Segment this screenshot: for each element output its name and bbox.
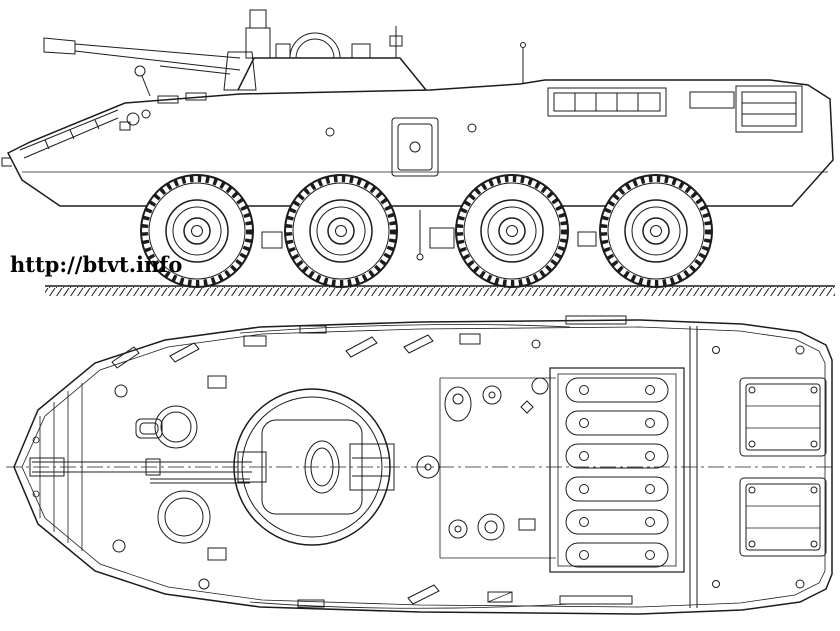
turret-hatch — [304, 440, 340, 494]
turret-ring — [233, 388, 391, 546]
fuel-cells — [565, 377, 669, 568]
side-door — [391, 117, 439, 177]
trim-vane — [19, 109, 119, 159]
forward-hatches — [112, 375, 227, 561]
ground-line — [45, 285, 835, 296]
gun-breech — [349, 443, 395, 491]
headlight — [126, 112, 140, 126]
tow-hook — [1, 157, 12, 167]
top-view — [6, 315, 836, 615]
engine-grille — [547, 87, 667, 117]
suspension-details — [261, 210, 597, 261]
muzzle-plan — [29, 457, 65, 477]
hull-fittings — [325, 42, 803, 177]
main-gun-plan — [29, 457, 252, 484]
muzzle-brake — [43, 37, 76, 55]
firing-port — [325, 127, 335, 137]
bottom-edge-stowage — [198, 578, 633, 609]
turret-plan — [233, 388, 395, 546]
gunner-sight — [245, 27, 271, 59]
wheel-4 — [600, 175, 712, 287]
coax-gun — [159, 65, 231, 75]
driver-periscope — [157, 95, 179, 104]
mid-deck-fittings — [416, 377, 556, 559]
gun-mantlet — [223, 51, 257, 91]
watermark-url: http://btvt.info — [10, 252, 182, 277]
bow-trim-vane — [32, 383, 83, 551]
main-gun-side — [43, 37, 241, 75]
radiator-panels — [739, 345, 827, 589]
cupola-dome — [289, 32, 341, 59]
side-view — [1, 9, 835, 296]
turret-side — [223, 9, 427, 91]
turret-body — [261, 419, 363, 515]
tow-cable — [239, 324, 571, 334]
mirror — [134, 65, 146, 77]
top-edge-stowage — [111, 315, 627, 369]
mantlet-plan — [237, 451, 267, 483]
front-fittings — [119, 65, 207, 131]
rear-stowage-panel — [735, 85, 803, 133]
driver-hatch — [154, 405, 198, 449]
wheel-2 — [285, 175, 397, 287]
wheel-3 — [456, 175, 568, 287]
engine-deck — [549, 326, 720, 608]
commander-hatch — [157, 490, 211, 544]
